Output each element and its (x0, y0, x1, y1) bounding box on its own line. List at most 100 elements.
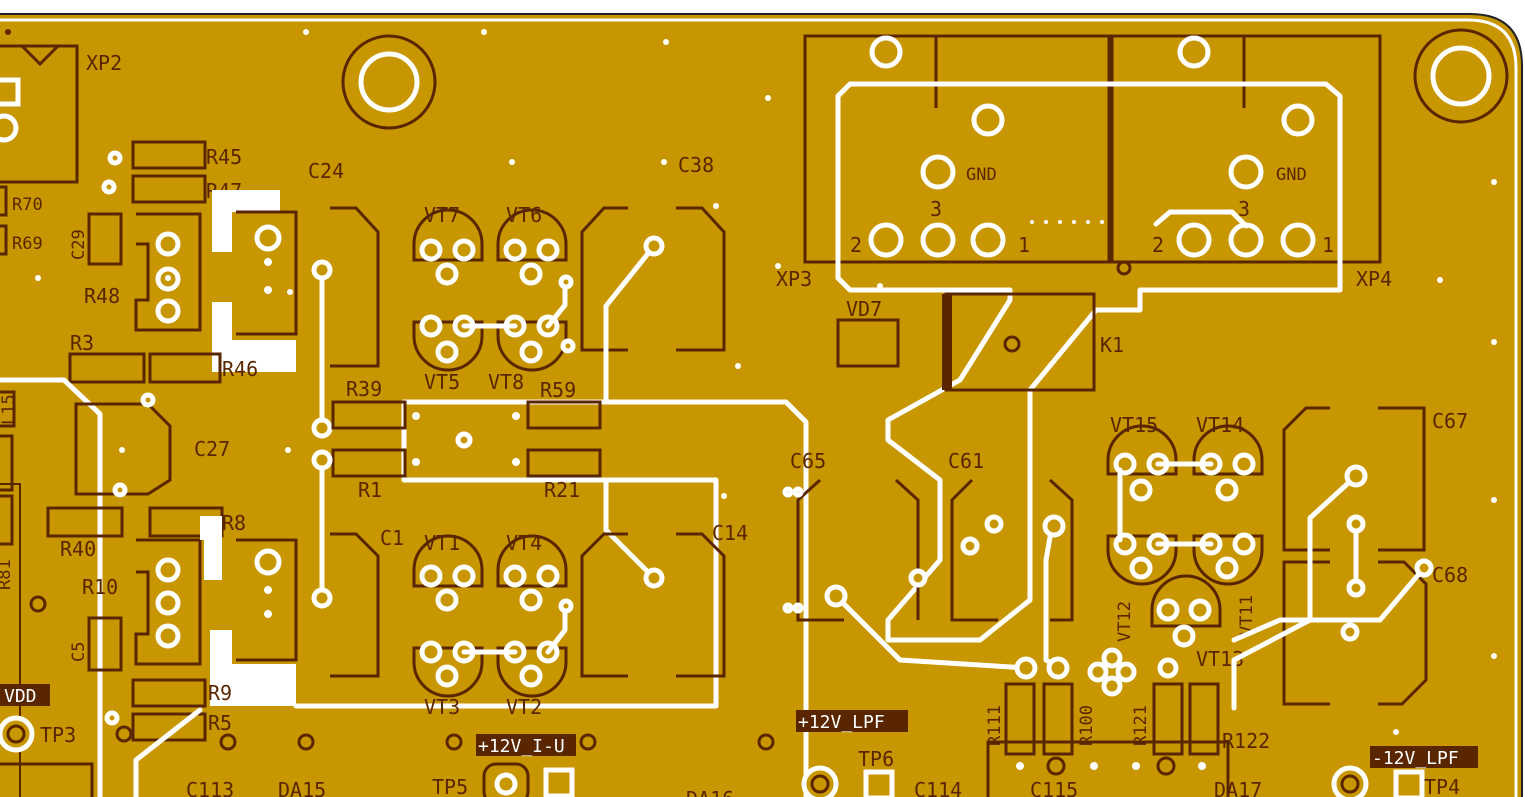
capacitor-c27 (74, 392, 172, 498)
transistor-vt5 (412, 314, 484, 372)
resistor-r45 (131, 140, 207, 170)
xp2-connector (0, 29, 79, 184)
capacitor-c61 (950, 478, 1074, 622)
transistor-vt14 (1192, 424, 1264, 502)
mounting-hole-right (1413, 28, 1509, 124)
label-c114: C114 (914, 778, 962, 797)
board-edge (0, 13, 1523, 797)
label-c65: C65 (790, 449, 826, 473)
label-r69: R69 (12, 234, 43, 254)
label-r40: R40 (60, 537, 96, 561)
label-r8: R8 (222, 511, 246, 535)
label-gnd-left: GND (966, 165, 997, 185)
label-pin3-right: 3 (1238, 197, 1250, 221)
resistor-r1 (331, 448, 407, 478)
label-da15: DA15 (278, 778, 326, 797)
label-vt11: VT11 (1237, 595, 1257, 636)
capacitor-c14 (580, 532, 726, 678)
label-r45: R45 (206, 145, 242, 169)
label-r3: R3 (70, 331, 94, 355)
vias (35, 29, 1497, 735)
resistor-r100 (1042, 682, 1074, 756)
label-pin1-left: 1 (1018, 233, 1030, 257)
label-c68: C68 (1432, 563, 1468, 587)
label-r70: R70 (12, 195, 43, 215)
relay-k1 (942, 292, 1096, 392)
label-xp2: XP2 (86, 51, 122, 75)
transistor-vt1 (412, 534, 484, 612)
label-r81: R81 (0, 559, 15, 590)
capacitor-c5 (87, 616, 123, 672)
label-r21: R21 (544, 478, 580, 502)
label-pin2-right: 2 (1152, 233, 1164, 257)
label-c5: C5 (69, 642, 89, 662)
label-xp4: XP4 (1356, 267, 1392, 291)
capacitor-c67 (1282, 406, 1426, 552)
label-pin2-left: 2 (850, 233, 862, 257)
resistor-r46 (148, 352, 222, 384)
net-m12v-lpf: -12V_LPF (1372, 748, 1459, 769)
label-c61: C61 (948, 449, 984, 473)
capacitor-c1 (330, 532, 380, 678)
label-tp3: TP3 (40, 723, 76, 747)
connector-xp3 (803, 34, 1111, 264)
transistor-vt-lower-left (1106, 532, 1178, 586)
label-da17: DA17 (1214, 778, 1262, 797)
resistor-r9 (131, 678, 207, 708)
resistor-r121 (1152, 682, 1184, 756)
label-gnd-right: GND (1276, 165, 1307, 185)
resistor-r59 (526, 400, 602, 430)
label-r100: R100 (1077, 705, 1097, 746)
transistor-vt13 (1150, 574, 1222, 648)
label-r10: R10 (82, 575, 118, 599)
label-c67: C67 (1432, 409, 1468, 433)
label-c24: C24 (308, 159, 344, 183)
transistor-vt8 (496, 314, 568, 372)
label-da16: DA16 (686, 787, 734, 797)
label-xp3: XP3 (776, 267, 812, 291)
capacitor-c38 (580, 206, 726, 352)
resistor-r122 (1188, 682, 1220, 756)
header-r10 (134, 538, 202, 666)
mounting-hole-left (341, 34, 437, 130)
label-pin3-left: 3 (930, 197, 942, 221)
label-c1: C1 (380, 526, 404, 550)
label-vd7: VD7 (846, 297, 882, 321)
connector-xp4 (1110, 34, 1382, 264)
transistor-vt2 (496, 640, 568, 698)
net-vdd: VDD (4, 686, 37, 707)
label-pin1-right: 1 (1322, 233, 1334, 257)
label-r111: R111 (985, 705, 1005, 746)
net-12v-iu: +12V_I-U (478, 736, 565, 757)
label-k1: K1 (1100, 333, 1124, 357)
label-vt2: VT2 (506, 695, 542, 719)
label-c29: C29 (69, 229, 89, 260)
label-r48: R48 (84, 284, 120, 308)
label-tp4: TP4 (1424, 775, 1460, 797)
resistor-r39 (331, 400, 407, 430)
resistor-r21 (526, 448, 602, 478)
resistor-r47 (131, 174, 207, 204)
diode-vd7 (836, 318, 900, 368)
transistor-vt6 (496, 208, 568, 286)
label-c14: C14 (712, 521, 748, 545)
label-vt4: VT4 (506, 531, 542, 555)
label-r39: R39 (346, 377, 382, 401)
resistor-r40 (46, 506, 124, 538)
label-r9: R9 (208, 681, 232, 705)
capacitor-c24 (330, 206, 380, 368)
label-vt14: VT14 (1196, 413, 1244, 437)
label-r122: R122 (1222, 729, 1270, 753)
label-r46: R46 (222, 357, 258, 381)
board-outline (0, 14, 1522, 797)
label-vt6: VT6 (506, 203, 542, 227)
label-vt7: VT7 (424, 203, 460, 227)
resistor-r111 (1004, 682, 1036, 756)
label-r59: R59 (540, 378, 576, 402)
label-c115: C115 (1030, 778, 1078, 797)
resistor-r3 (68, 352, 146, 384)
capacitor-c29 (87, 212, 123, 266)
label-vt1: VT1 (424, 531, 460, 555)
label-vt12: VT12 (1115, 601, 1135, 642)
